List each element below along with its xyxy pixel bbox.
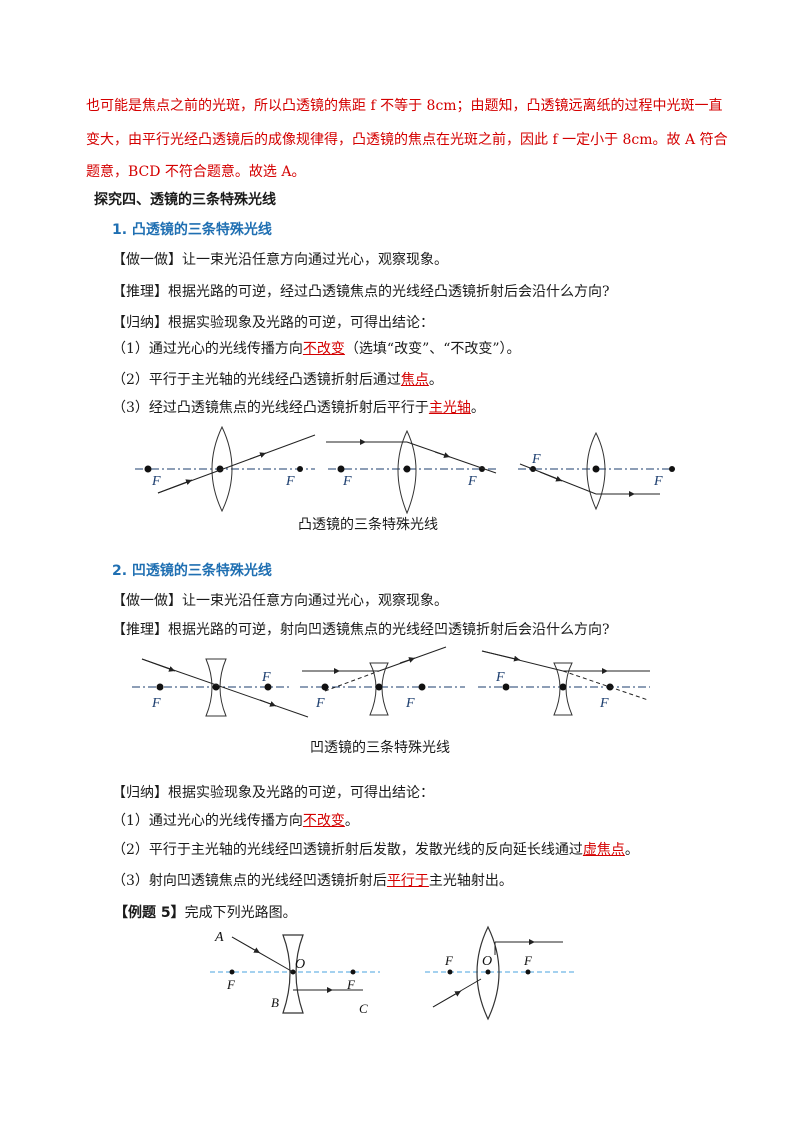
concave-caption: 凹透镜的三条特殊光线 <box>310 740 450 756</box>
example-5: 【例题 5】完成下列光路图。 <box>114 905 297 921</box>
convex-lens <box>586 431 606 511</box>
concave-diagram-2: F F <box>300 646 465 716</box>
concave-heading: 2. 凹透镜的三条特殊光线 <box>112 563 272 579</box>
focus-point <box>156 683 164 691</box>
convex-lens <box>397 429 417 515</box>
light-ray <box>406 441 497 474</box>
concave-diagram-3: F F <box>478 650 650 716</box>
focus-label: F <box>346 977 356 992</box>
intro-line-2: 变大，由平行光经凸透镜后的成像规律得，凸透镜的焦点在光斑之前，因此 f 一定小于… <box>86 132 728 148</box>
concave-conclusion-3: （3）射向凹透镜焦点的光线经凹透镜折射后平行于主光轴射出。 <box>112 873 513 889</box>
section-title: 探究四、透镜的三条特殊光线 <box>94 192 276 208</box>
focus-point <box>229 969 235 975</box>
focus-point <box>502 683 510 691</box>
concave-reason: 【推理】根据光路的可逆，射向凹透镜焦点的光线经凹透镜折射后会沿什么方向? <box>112 622 610 638</box>
concave-lens <box>369 662 389 716</box>
convex-conclusion-3: （3）经过凸透镜焦点的光线经凸透镜折射后平行于主光轴。 <box>112 400 485 416</box>
focus-label: F <box>151 696 161 711</box>
focus-label: F <box>315 696 325 711</box>
convex-diagram-3: F F <box>518 431 675 511</box>
optical-center-point <box>592 465 600 473</box>
point-label-C: C <box>359 1001 368 1016</box>
focus-point <box>669 466 675 472</box>
intro-line-3: 题意，BCD 不符合题意。故选 A。 <box>86 164 306 180</box>
convex-conclusion-2: （2）平行于主光轴的光线经凸透镜折射后通过焦点。 <box>112 372 443 388</box>
focus-point <box>350 969 356 975</box>
convex-reason: 【推理】根据光路的可逆，经过凸透镜焦点的光线经凸透镜折射后会沿什么方向? <box>112 284 610 300</box>
convex-summary: 【归纳】根据实验现象及光路的可逆，可得出结论： <box>112 315 434 331</box>
focus-point <box>321 683 329 691</box>
concave-do: 【做一做】让一束光沿任意方向通过光心，观察现象。 <box>112 593 448 609</box>
optical-center-point <box>485 969 491 975</box>
focus-point <box>297 466 303 472</box>
example-diagrams: A F O B F C F O F <box>210 925 577 1021</box>
optical-center-label: O <box>482 954 492 969</box>
point-label-A: A <box>214 930 224 945</box>
convex-lens <box>476 925 500 1021</box>
focus-label: F <box>523 953 533 968</box>
intro-line-1: 也可能是焦点之前的光斑，所以凸透镜的焦距 f 不等于 8cm；由题知，凸透镜远离… <box>86 98 723 114</box>
extension-line <box>562 670 649 701</box>
concave-lens-diagrams: F F F F F F <box>132 646 650 718</box>
focus-label: F <box>261 670 271 685</box>
optical-center-point <box>559 683 567 691</box>
focus-label: F <box>531 452 541 467</box>
focus-label: F <box>467 474 477 489</box>
convex-do: 【做一做】让一束光沿任意方向通过光心，观察现象。 <box>112 252 448 268</box>
concave-summary: 【归纳】根据实验现象及光路的可逆，可得出结论： <box>112 785 434 801</box>
concave-lens <box>205 658 227 717</box>
convex-diagram-1: F F <box>135 425 316 513</box>
focus-label: F <box>653 474 663 489</box>
focus-label: F <box>405 696 415 711</box>
focus-label: F <box>342 474 352 489</box>
point-label-B: B <box>271 995 279 1010</box>
example-convex-diagram: F O F <box>425 925 577 1021</box>
concave-lens <box>282 934 304 1014</box>
focus-label: F <box>151 474 161 489</box>
optical-center-point <box>375 683 383 691</box>
focus-label: F <box>226 977 236 992</box>
example-concave-diagram: A F O B F C <box>210 930 380 1016</box>
focus-label: F <box>285 474 295 489</box>
optical-center-point <box>403 465 411 473</box>
convex-lens <box>211 425 233 513</box>
focus-point <box>525 969 531 975</box>
focus-point <box>447 969 453 975</box>
convex-diagram-2: F F <box>326 429 498 515</box>
focus-point <box>337 465 345 473</box>
focus-point <box>264 683 272 691</box>
convex-conclusion-1: （1）通过光心的光线传播方向不改变（选填“改变”、“不改变”）。 <box>112 341 521 357</box>
concave-diagram-1: F F <box>132 658 309 718</box>
focus-label: F <box>599 696 609 711</box>
focus-point <box>144 465 152 473</box>
concave-conclusion-2: （2）平行于主光轴的光线经凹透镜折射后发散，发散光线的反向延长线通过虚焦点。 <box>112 842 639 858</box>
focus-label: F <box>495 670 505 685</box>
convex-heading: 1. 凸透镜的三条特殊光线 <box>112 222 272 238</box>
concave-lens <box>553 662 573 716</box>
extension-line <box>324 670 380 692</box>
focus-point <box>418 683 426 691</box>
convex-lens-diagrams: F F F F F F <box>135 425 675 515</box>
convex-caption: 凸透镜的三条特殊光线 <box>298 517 438 533</box>
focus-label: F <box>444 953 454 968</box>
concave-conclusion-1: （1）通过光心的光线传播方向不改变。 <box>112 813 359 829</box>
optical-center-label: O <box>295 957 305 972</box>
